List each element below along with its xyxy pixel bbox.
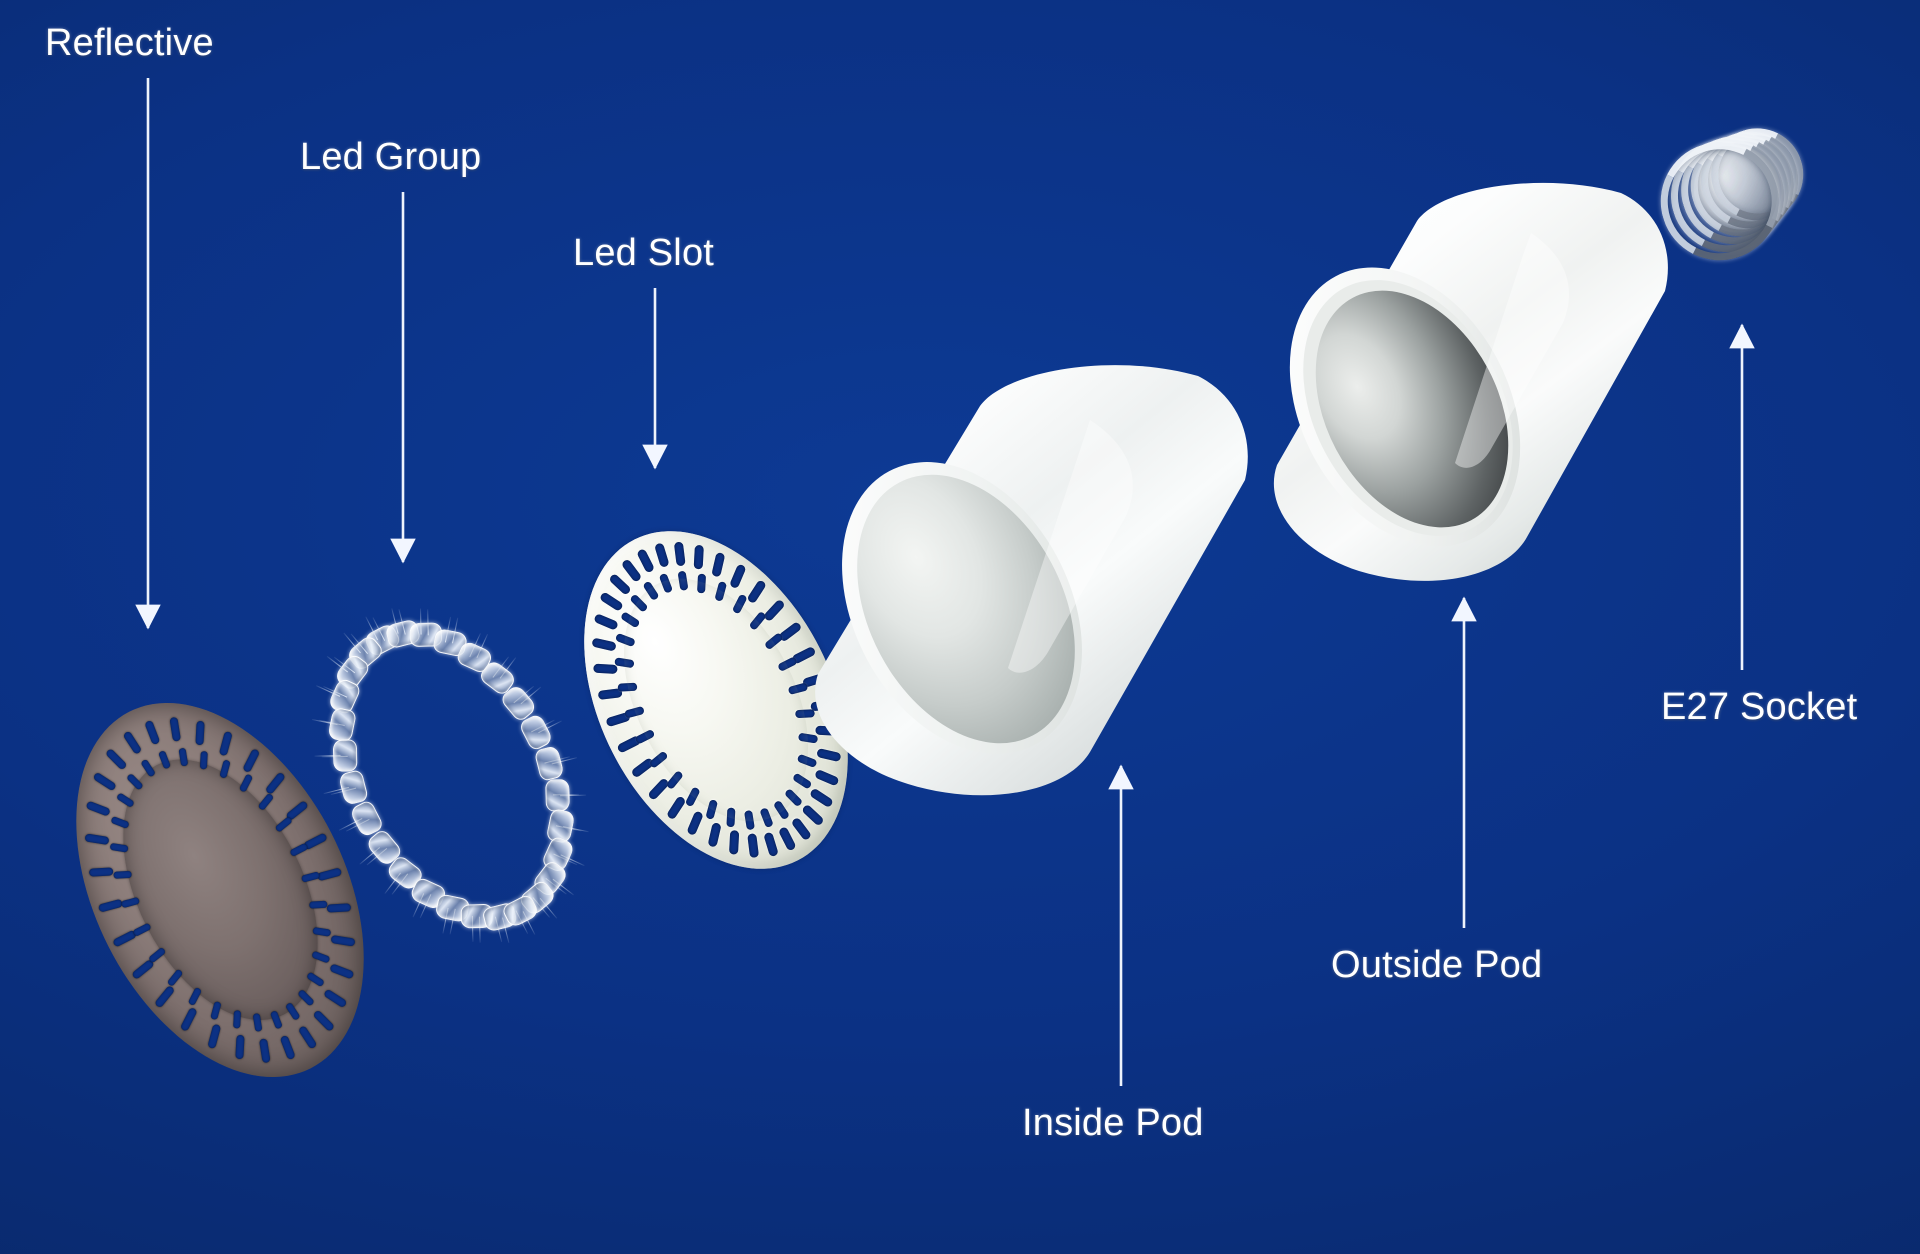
perforation-slot bbox=[112, 871, 132, 880]
outside-pod-highlight bbox=[1455, 233, 1570, 468]
perforation-slot bbox=[762, 831, 779, 858]
perforation-slot bbox=[274, 816, 293, 834]
perforation-slot bbox=[710, 552, 725, 578]
perforation-slot bbox=[166, 968, 183, 988]
perforation-slot bbox=[257, 792, 274, 812]
perforation-slot bbox=[115, 792, 135, 809]
perforation-slot bbox=[232, 1010, 241, 1029]
perforation-slot bbox=[311, 927, 331, 937]
label-outside-pod: Outside Pod bbox=[1331, 944, 1543, 986]
perforation-slot bbox=[252, 1013, 262, 1033]
outside-pod-interior bbox=[1315, 290, 1509, 528]
perforation-slot bbox=[592, 663, 618, 675]
inside-pod-highlight bbox=[1008, 420, 1133, 673]
perforation-slot bbox=[745, 579, 767, 605]
perforation-slot bbox=[728, 830, 739, 855]
perforation-slot bbox=[125, 773, 144, 791]
led-bulb bbox=[533, 745, 565, 782]
label-e27-socket: E27 Socket bbox=[1661, 686, 1858, 728]
perforation-slot bbox=[685, 810, 704, 837]
perforation-slot bbox=[746, 833, 759, 859]
perforation-slot bbox=[762, 598, 786, 623]
perforation-slot bbox=[288, 842, 309, 858]
perforation-slot bbox=[300, 871, 320, 883]
perforation-slot bbox=[296, 989, 315, 1007]
perforation-slot bbox=[665, 795, 687, 821]
perforation-slot bbox=[693, 545, 704, 570]
perforation-slot bbox=[777, 826, 797, 852]
label-inside-pod: Inside Pod bbox=[1022, 1102, 1204, 1144]
perforation-slot bbox=[308, 900, 328, 909]
perforation-slot bbox=[635, 548, 655, 574]
part-outside-pod bbox=[1255, 182, 1735, 605]
perforation-slot bbox=[157, 750, 171, 770]
led-bulb bbox=[337, 768, 370, 806]
perforation-slot bbox=[305, 971, 325, 988]
perforation-slot bbox=[646, 777, 670, 802]
perforation-slot bbox=[598, 591, 624, 613]
perforation-slot bbox=[178, 747, 188, 767]
perforation-slot bbox=[218, 759, 231, 779]
perforation-slot bbox=[284, 1002, 301, 1022]
perforation-slot bbox=[109, 816, 130, 830]
perforation-slot bbox=[592, 613, 619, 631]
perforation-slot bbox=[199, 751, 208, 770]
perforation-slot bbox=[187, 987, 202, 1007]
led-wire-lead bbox=[420, 608, 422, 635]
perforation-slot bbox=[620, 558, 642, 584]
perforation-slot bbox=[310, 950, 331, 964]
perforation-slot bbox=[139, 758, 156, 778]
inside-pod-interior bbox=[857, 474, 1075, 744]
perforation-slot bbox=[109, 843, 129, 853]
perforation-slot bbox=[238, 773, 253, 793]
perforation-slot bbox=[653, 542, 670, 569]
led-wire-lead bbox=[427, 609, 430, 636]
led-bulb bbox=[327, 706, 358, 743]
label-led-group: Led Group bbox=[300, 136, 482, 178]
part-inside-pod bbox=[790, 360, 1310, 830]
perforation-slot bbox=[269, 1010, 283, 1030]
perforation-slot bbox=[209, 1001, 222, 1021]
perforation-slot bbox=[590, 637, 617, 652]
perforation-slot bbox=[673, 541, 686, 567]
perforation-slot bbox=[147, 946, 166, 964]
led-bulb bbox=[332, 739, 358, 772]
label-reflective: Reflective bbox=[45, 22, 214, 64]
perforation-slot bbox=[131, 922, 152, 938]
perforation-slot bbox=[707, 822, 722, 848]
perforation-slot bbox=[728, 563, 747, 590]
perforation-slot bbox=[120, 897, 140, 909]
perforation-slot bbox=[607, 573, 632, 597]
label-led-slot: Led Slot bbox=[573, 232, 715, 274]
led-bulb bbox=[545, 779, 570, 812]
